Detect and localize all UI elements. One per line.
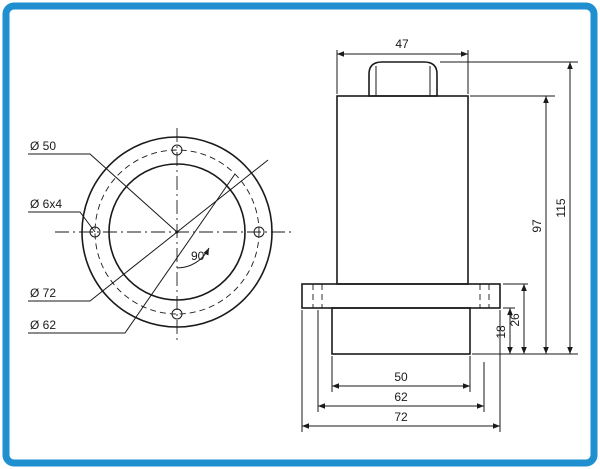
label-d62: Ø 62 bbox=[30, 318, 56, 332]
dim-62: 62 bbox=[394, 390, 408, 404]
bolt-hole-left bbox=[89, 226, 101, 238]
outer-circle-d72 bbox=[81, 136, 273, 328]
bolt-hole-bottom bbox=[171, 308, 183, 320]
label-d72: Ø 72 bbox=[30, 286, 56, 300]
leader-d62 bbox=[28, 173, 236, 334]
front-view: Ø 50 Ø 6x4 Ø 72 Ø 62 90 bbox=[28, 128, 295, 340]
label-angle: 90 bbox=[191, 249, 205, 263]
label-d6x4: Ø 6x4 bbox=[30, 197, 62, 211]
leader-d72 bbox=[28, 159, 269, 302]
bolt-hole-right bbox=[253, 226, 265, 238]
dim-47: 47 bbox=[395, 37, 409, 51]
leader-d6x4 bbox=[28, 211, 96, 233]
side-view: 47 115 97 26 18 50 62 bbox=[301, 37, 578, 432]
dim-72: 72 bbox=[394, 410, 408, 424]
cable-gland bbox=[368, 61, 438, 97]
bolt-hole-top bbox=[171, 144, 183, 156]
dim-18: 18 bbox=[494, 325, 508, 339]
inner-circle-d50 bbox=[108, 163, 246, 301]
dim-50: 50 bbox=[394, 370, 408, 384]
dim-97: 97 bbox=[530, 219, 544, 233]
dim-115: 115 bbox=[554, 198, 568, 217]
angle-arc bbox=[176, 247, 210, 269]
lower-body bbox=[331, 307, 471, 355]
leader-d50 bbox=[28, 153, 178, 233]
label-d50: Ø 50 bbox=[30, 139, 56, 153]
bolt-circle-d62 bbox=[94, 149, 260, 315]
